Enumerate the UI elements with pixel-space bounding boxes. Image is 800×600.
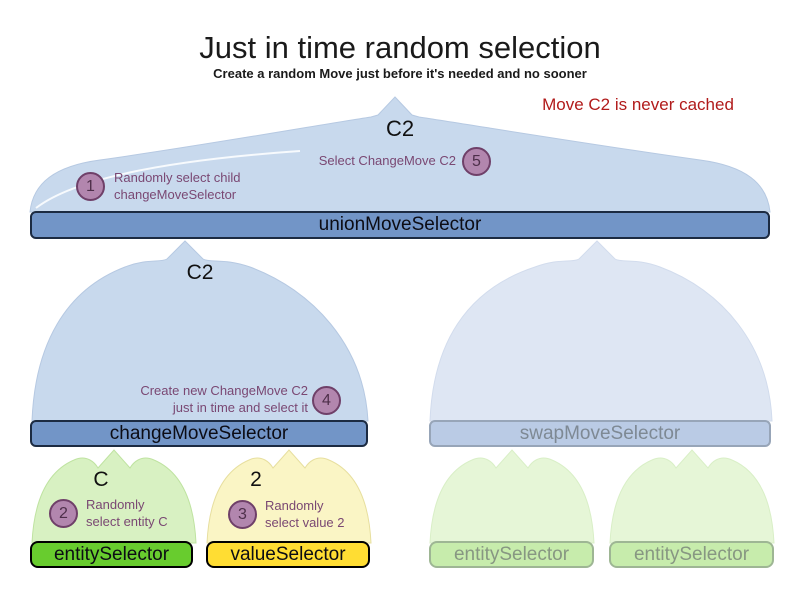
step4-text: Create new ChangeMove C2 just in time an… [140, 383, 308, 415]
value-2-label: 2 [250, 468, 262, 491]
step5-badge: 5 [462, 147, 491, 176]
step4-badge: 4 [312, 386, 341, 415]
entity-c-label: C [93, 468, 109, 491]
page-title: Just in time random selection [199, 30, 601, 65]
entity-selector-bar: entitySelector [30, 541, 193, 568]
swap-funnel-shape [429, 240, 773, 422]
step2-badge: 2 [49, 499, 78, 528]
change-funnel-shape [31, 240, 369, 422]
swap-move-selector-bar: swapMoveSelector [429, 420, 771, 447]
value-selector-bar: valueSelector [206, 541, 370, 568]
step5-text: Select ChangeMove C2 [318, 153, 456, 168]
faded-entity-funnel-shape-2 [609, 449, 775, 544]
union-funnel-shape [29, 96, 771, 213]
page-subtitle: Create a random Move just before it's ne… [213, 66, 587, 81]
faded-entity-funnel-shape-1 [429, 449, 595, 544]
union-funnel-highlight [35, 150, 301, 209]
faded-entity-selector-bar-1: entitySelector [429, 541, 594, 568]
step1-text: Randomly select child changeMoveSelector [114, 170, 241, 202]
union-move-selector-bar: unionMoveSelector [30, 211, 770, 239]
change-move-selector-bar: changeMoveSelector [30, 420, 368, 447]
step3-badge: 3 [228, 500, 257, 529]
step2-text: Randomly select entity C [86, 497, 168, 529]
never-cached-annotation: Move C2 is never cached [542, 95, 734, 114]
step3-text: Randomly select value 2 [265, 498, 345, 530]
step1-badge: 1 [76, 172, 105, 201]
move-c2-label-middle: C2 [186, 261, 214, 284]
faded-entity-selector-bar-2: entitySelector [609, 541, 774, 568]
move-c2-label-top: C2 [385, 116, 415, 141]
